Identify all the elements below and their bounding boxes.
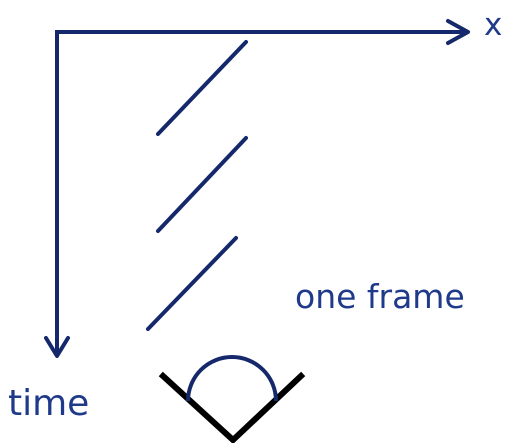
eye-icon [158,355,306,443]
time-axis-arrowhead [44,336,70,358]
eye-lid [158,371,306,443]
motion-stroke-1 [156,40,248,136]
one-frame-label: one frame [295,277,465,316]
motion-stroke-2 [156,136,248,233]
x-axis-arrowhead [446,19,470,45]
motion-stroke-3 [146,236,238,331]
x-axis-label: x [484,7,503,43]
time-axis-label: time [8,383,90,424]
eye-pupil-arc [186,355,278,402]
